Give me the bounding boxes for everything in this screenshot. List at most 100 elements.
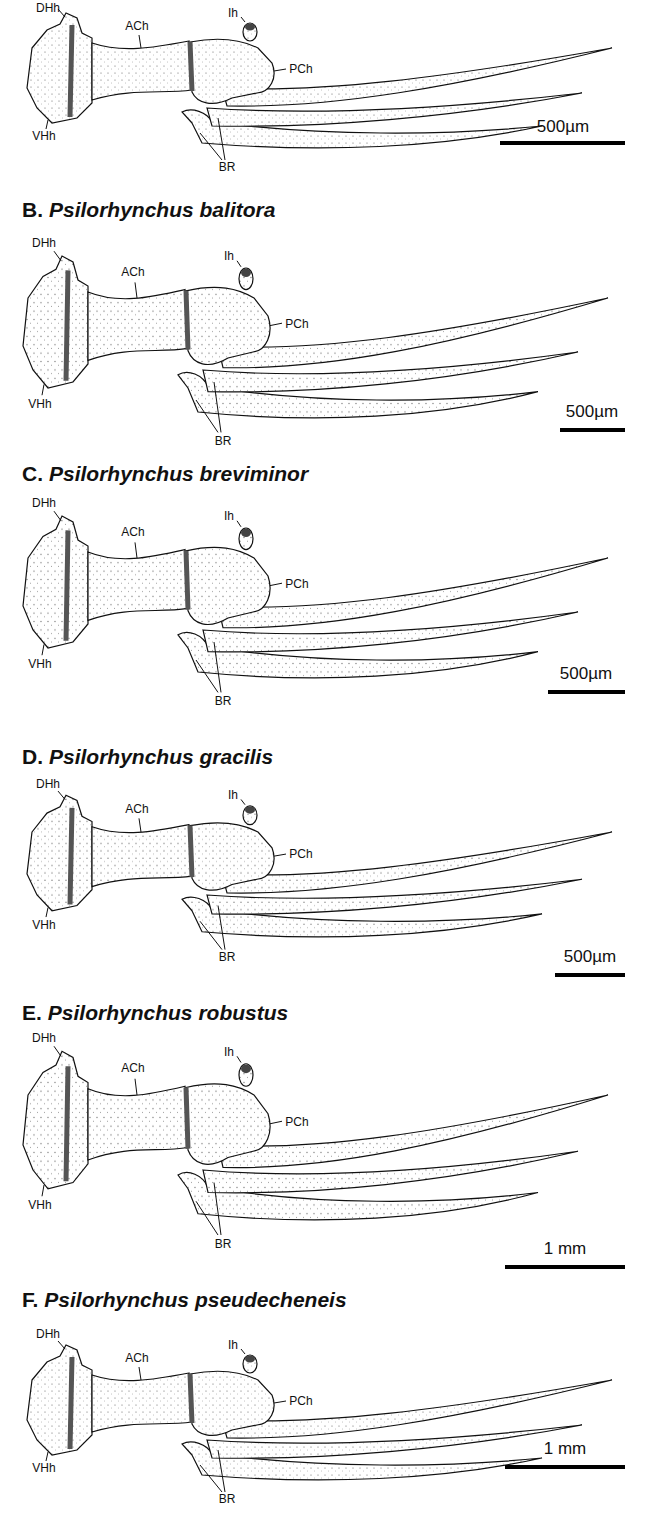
leader-line xyxy=(135,282,137,298)
leader-line xyxy=(270,1121,282,1124)
species-name: Psilorhynchus breviminor xyxy=(49,462,308,486)
part-label: PCh xyxy=(285,1116,308,1130)
leader-line xyxy=(46,120,48,129)
part-label: PCh xyxy=(285,318,308,332)
leader-line xyxy=(58,1341,65,1349)
part-label: Ih xyxy=(224,250,234,264)
part-label: Ih xyxy=(228,1339,238,1353)
leader-line xyxy=(274,854,286,856)
leader-line xyxy=(241,799,245,804)
part-label: DHh xyxy=(36,2,60,16)
panel-e-drawing xyxy=(23,1051,608,1220)
scale-bar xyxy=(560,428,625,432)
part-label: ACh xyxy=(125,803,148,817)
part-label: ACh xyxy=(125,20,148,34)
leader-line xyxy=(237,1056,241,1062)
part-label: Ih xyxy=(224,1046,234,1060)
part-label: BR xyxy=(215,1238,232,1252)
part-label: DHh xyxy=(36,1328,60,1342)
part-label: VHh xyxy=(28,398,51,412)
part-label: PCh xyxy=(289,848,312,862)
scale-bar xyxy=(505,1265,625,1269)
part-label: ACh xyxy=(121,266,144,280)
part-label: Ih xyxy=(228,789,238,803)
leader-line xyxy=(270,583,282,585)
part-label: DHh xyxy=(32,497,56,511)
part-label: ACh xyxy=(121,526,144,540)
leader-line xyxy=(196,660,218,692)
panel-b-drawing xyxy=(23,256,608,418)
leader-line xyxy=(237,261,241,267)
leader-line xyxy=(218,906,225,950)
species-name: Psilorhynchus pseudecheneis xyxy=(44,1288,346,1312)
leader-line xyxy=(46,908,48,917)
leader-line xyxy=(274,1401,286,1403)
leader-line xyxy=(42,1185,44,1196)
scale-bar xyxy=(548,690,625,694)
scale-label: 500µm xyxy=(564,947,616,967)
part-label: Ih xyxy=(224,510,234,524)
leader-line xyxy=(214,1183,221,1236)
part-label: Ih xyxy=(228,7,238,21)
scale-bar xyxy=(555,973,625,977)
scale-label: 500µm xyxy=(560,664,612,684)
leader-line xyxy=(42,644,44,655)
leader-line xyxy=(139,818,141,832)
species-name: Psilorhynchus gracilis xyxy=(49,745,273,769)
panel-letter: E. xyxy=(22,1001,42,1025)
leader-line xyxy=(54,1046,61,1056)
leader-line xyxy=(214,382,221,432)
scale-bar xyxy=(500,141,625,145)
part-label: DHh xyxy=(32,237,56,251)
leader-line xyxy=(54,251,61,261)
leader-line xyxy=(200,133,222,160)
leader-line xyxy=(218,118,225,160)
species-name: Psilorhynchus balitora xyxy=(49,198,275,222)
scale-label: 500µm xyxy=(537,117,589,137)
scale-label: 1 mm xyxy=(544,1239,587,1259)
part-label: VHh xyxy=(32,130,55,144)
panel-letter: B. xyxy=(22,198,43,222)
part-label: ACh xyxy=(121,1062,144,1076)
species-name: Psilorhynchus robustus xyxy=(48,1001,288,1025)
part-label: BR xyxy=(219,1493,236,1507)
panel-c-drawing xyxy=(23,516,608,678)
part-label: VHh xyxy=(32,1462,55,1476)
leader-line xyxy=(200,1465,222,1492)
part-label: VHh xyxy=(28,658,51,672)
leader-line xyxy=(58,791,65,799)
leader-line xyxy=(218,1450,225,1492)
leader-line xyxy=(139,1367,141,1380)
leader-line xyxy=(46,1452,48,1461)
panel-letter: D. xyxy=(22,745,43,769)
leader-line xyxy=(270,323,282,325)
leader-line xyxy=(54,511,61,521)
panel-a-drawing xyxy=(27,13,612,148)
panel-d-drawing xyxy=(27,795,612,937)
part-label: BR xyxy=(219,951,236,965)
scale-label: 1 mm xyxy=(544,1439,587,1459)
leader-line xyxy=(139,35,141,48)
panel-f-drawing xyxy=(27,1345,612,1480)
part-label: VHh xyxy=(28,1199,51,1213)
part-label: VHh xyxy=(32,919,55,933)
scale-bar xyxy=(505,1465,625,1469)
leader-line xyxy=(274,69,286,71)
part-label: PCh xyxy=(289,1395,312,1409)
part-label: DHh xyxy=(32,1032,56,1046)
leader-line xyxy=(42,384,44,395)
panel-letter: C. xyxy=(22,462,43,486)
part-label: ACh xyxy=(125,1352,148,1366)
part-label: PCh xyxy=(285,578,308,592)
leader-line xyxy=(241,1349,245,1354)
leader-line xyxy=(196,400,218,432)
panel-letter: F. xyxy=(22,1288,38,1312)
part-label: PCh xyxy=(289,63,312,77)
scale-label: 500µm xyxy=(566,402,618,422)
leader-line xyxy=(241,17,245,22)
leader-line xyxy=(237,521,241,527)
leader-lines xyxy=(42,9,286,1492)
part-label: DHh xyxy=(36,778,60,792)
leader-line xyxy=(135,542,137,558)
